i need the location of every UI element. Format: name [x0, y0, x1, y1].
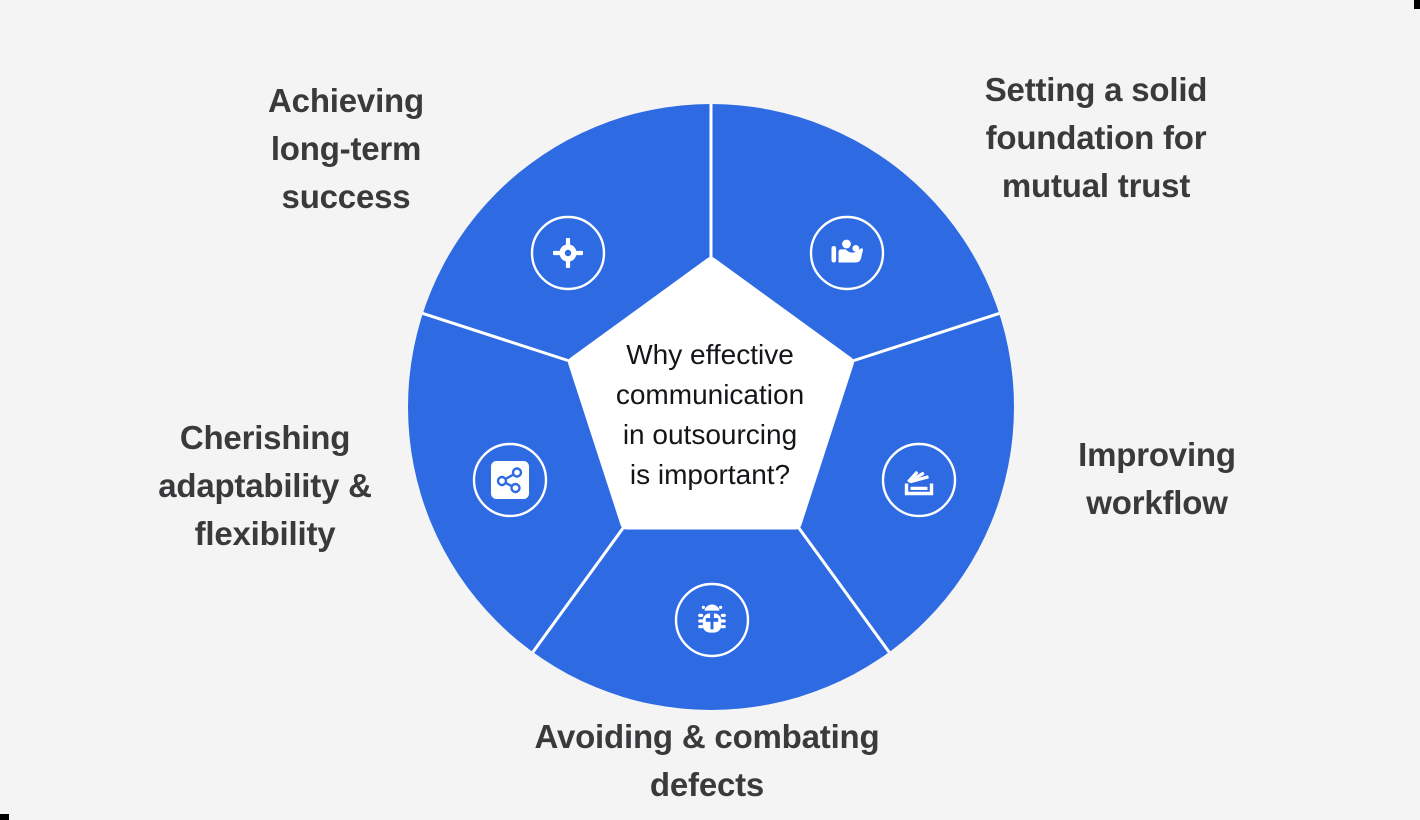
bug-icon [698, 604, 726, 633]
segment-divider [531, 522, 628, 653]
center-question: Why effective communication in outsourci… [616, 335, 804, 495]
target-icon [553, 238, 583, 268]
icon-ring [809, 215, 885, 291]
icon-ring [530, 215, 606, 291]
segment-label-achieving-long-term-success: Achieving long-term success [268, 77, 424, 221]
icon-rings [472, 215, 957, 658]
center-question-line: in outsourcing [622, 419, 798, 450]
center-pentagon [568, 257, 854, 530]
label-line: long-term [270, 130, 422, 167]
icon-ring [881, 442, 957, 518]
label-line: Setting a solid [984, 71, 1208, 108]
label-line: mutual trust [1001, 167, 1191, 204]
icon-ring [472, 442, 548, 518]
icon-ring [674, 582, 750, 658]
segment-divider [794, 522, 891, 653]
segment-divider [847, 311, 1000, 364]
label-line: Avoiding & combating [534, 718, 880, 755]
stacked-layers-icon [904, 471, 934, 496]
corner-artifact [1414, 0, 1420, 9]
label-line: workflow [1086, 484, 1228, 521]
segment-label-solid-foundation-mutual-trust: Setting a solid foundation for mutual tr… [985, 66, 1208, 210]
label-line: defects [649, 766, 765, 803]
center-question-line: Why effective [626, 339, 794, 370]
segment-label-improving-workflow: Improving workflow [1078, 431, 1236, 527]
center-question-line: is important? [629, 459, 791, 490]
segment-label-cherishing-adaptability-flexibility: Cherishing adaptability & flexibility [158, 414, 372, 558]
label-line: foundation for [985, 119, 1207, 156]
label-line: success [281, 178, 411, 215]
hand-holding-people-icon [831, 239, 863, 263]
segment-divider [422, 311, 575, 364]
segment-label-avoiding-combating-defects: Avoiding & combating defects [535, 713, 880, 809]
share-network-icon [491, 461, 529, 499]
label-line: Achieving [268, 82, 424, 119]
label-line: Improving [1078, 436, 1236, 473]
center-question-line: communication [615, 379, 805, 410]
corner-artifact [0, 814, 9, 820]
label-line: flexibility [194, 515, 336, 552]
label-line: Cherishing [179, 419, 351, 456]
label-line: adaptability & [158, 467, 372, 504]
segment-dividers [422, 104, 1000, 653]
